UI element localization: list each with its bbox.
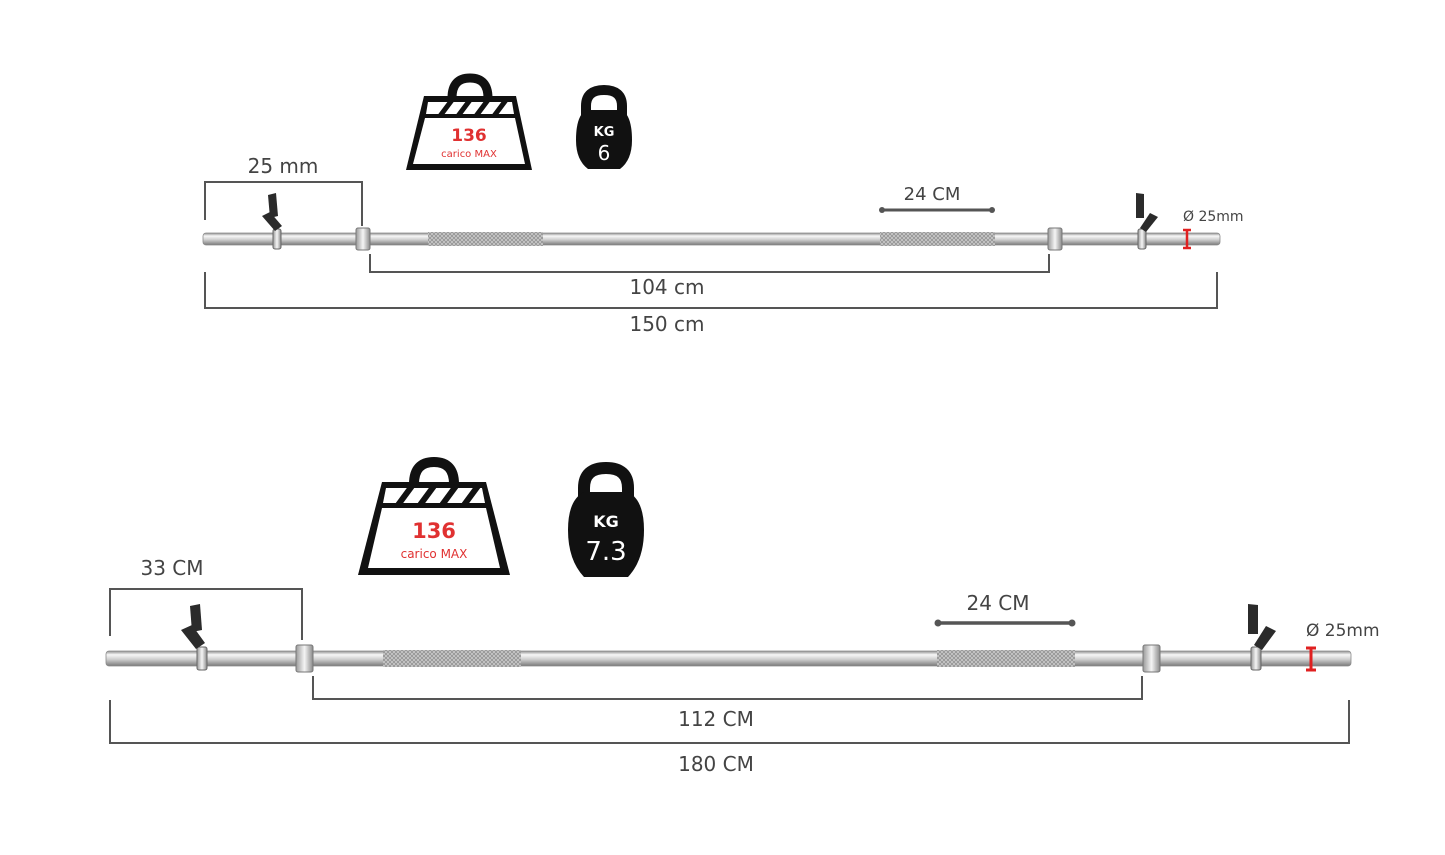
inner-collar-right xyxy=(1047,227,1063,251)
weight-load-icon: 136 carico MAX xyxy=(358,456,510,575)
inner-collar-right xyxy=(1142,644,1161,673)
spring-collar-icon xyxy=(1248,604,1276,671)
knurl-length-dimension: 24 CM xyxy=(934,591,1076,627)
inner-collar-left xyxy=(295,644,314,673)
max-load-value: 136 xyxy=(451,126,487,146)
diameter-label: Ø 25mm xyxy=(1183,209,1244,225)
inner-collar-left xyxy=(355,227,371,251)
knurl-grip-right xyxy=(937,650,1075,667)
spring-collar-icon xyxy=(181,604,208,671)
inner-length-dimension: 104 cm xyxy=(369,254,1050,299)
diameter-label: Ø 25mm xyxy=(1306,621,1380,641)
knurl-grip-left xyxy=(428,232,543,246)
sleeve-length-label: 25 mm xyxy=(248,154,319,178)
inner-length-label: 104 cm xyxy=(629,275,704,299)
knurl-grip-right xyxy=(880,232,995,246)
max-load-value: 136 xyxy=(412,519,456,543)
kettlebell-unit: KG xyxy=(593,512,619,531)
barbell-shaft xyxy=(202,193,1221,251)
kettlebell-icon: KG 7.3 xyxy=(568,461,644,577)
inner-length-dimension: 112 CM xyxy=(312,676,1143,731)
weight-load-icon: 136 carico MAX xyxy=(406,73,532,170)
knurl-length-label: 24 CM xyxy=(904,184,961,205)
barbell-shaft xyxy=(105,604,1352,673)
kettlebell-unit: KG xyxy=(594,125,615,140)
total-length-dimension: 150 cm xyxy=(204,272,1218,336)
knurl-length-dimension: 24 CM xyxy=(879,184,995,213)
knurl-length-label: 24 CM xyxy=(966,591,1029,615)
total-length-label: 150 cm xyxy=(629,312,704,336)
inner-length-label: 112 CM xyxy=(678,707,754,731)
kettlebell-icon: KG 6 xyxy=(576,84,632,169)
sleeve-length-dimension: 33 CM xyxy=(109,556,303,640)
barbell-1: 136 carico MAX KG 6 25 mm 24 CM xyxy=(202,73,1244,336)
spring-collar-icon xyxy=(262,193,282,250)
total-length-label: 180 CM xyxy=(678,752,754,776)
barbell-2: 136 carico MAX KG 7.3 33 CM 24 CM xyxy=(105,456,1380,776)
knurl-grip-left xyxy=(383,650,521,667)
sleeve-length-label: 33 CM xyxy=(140,556,203,580)
max-load-caption: carico MAX xyxy=(401,547,468,561)
diameter-marker: Ø 25mm xyxy=(1183,209,1244,250)
max-load-caption: carico MAX xyxy=(441,149,497,160)
spring-collar-icon xyxy=(1136,193,1158,250)
kettlebell-weight: 7.3 xyxy=(585,537,626,567)
kettlebell-weight: 6 xyxy=(598,141,611,165)
diameter-marker: Ø 25mm xyxy=(1306,621,1380,672)
total-length-dimension: 180 CM xyxy=(109,700,1350,776)
sleeve-length-dimension: 25 mm xyxy=(204,154,363,226)
